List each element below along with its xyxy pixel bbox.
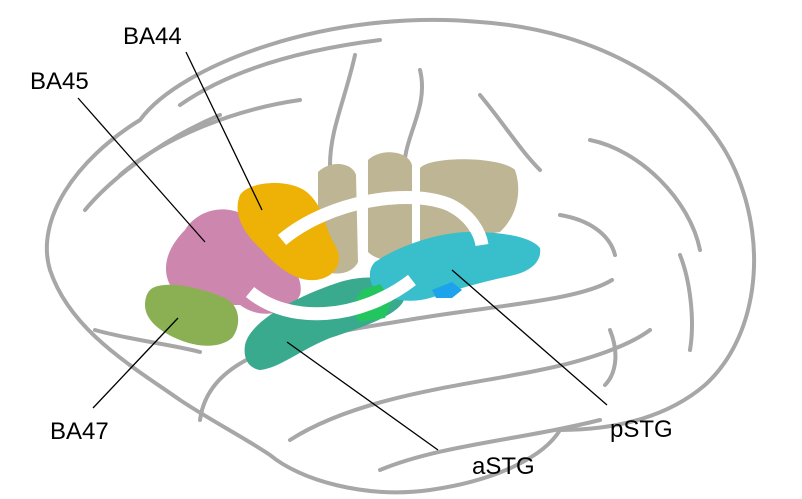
parietal-sulcus bbox=[560, 215, 615, 255]
superior-temporal-sulcus bbox=[290, 330, 650, 440]
occipital-sulcus-b bbox=[605, 330, 615, 385]
precentral-sulcus bbox=[330, 55, 355, 165]
ba47-label: BA47 bbox=[50, 420, 109, 444]
astg-label: aSTG bbox=[472, 455, 535, 479]
ba44-leader bbox=[186, 52, 262, 210]
intraparietal-sulcus bbox=[590, 140, 700, 250]
pstg-label: pSTG bbox=[610, 418, 673, 442]
ba44-label: BA44 bbox=[123, 25, 182, 49]
ba45-label: BA45 bbox=[30, 70, 89, 94]
postcentral-sulcus bbox=[480, 95, 540, 170]
astg-leader bbox=[287, 342, 438, 450]
occipital-sulcus-a bbox=[680, 255, 692, 350]
